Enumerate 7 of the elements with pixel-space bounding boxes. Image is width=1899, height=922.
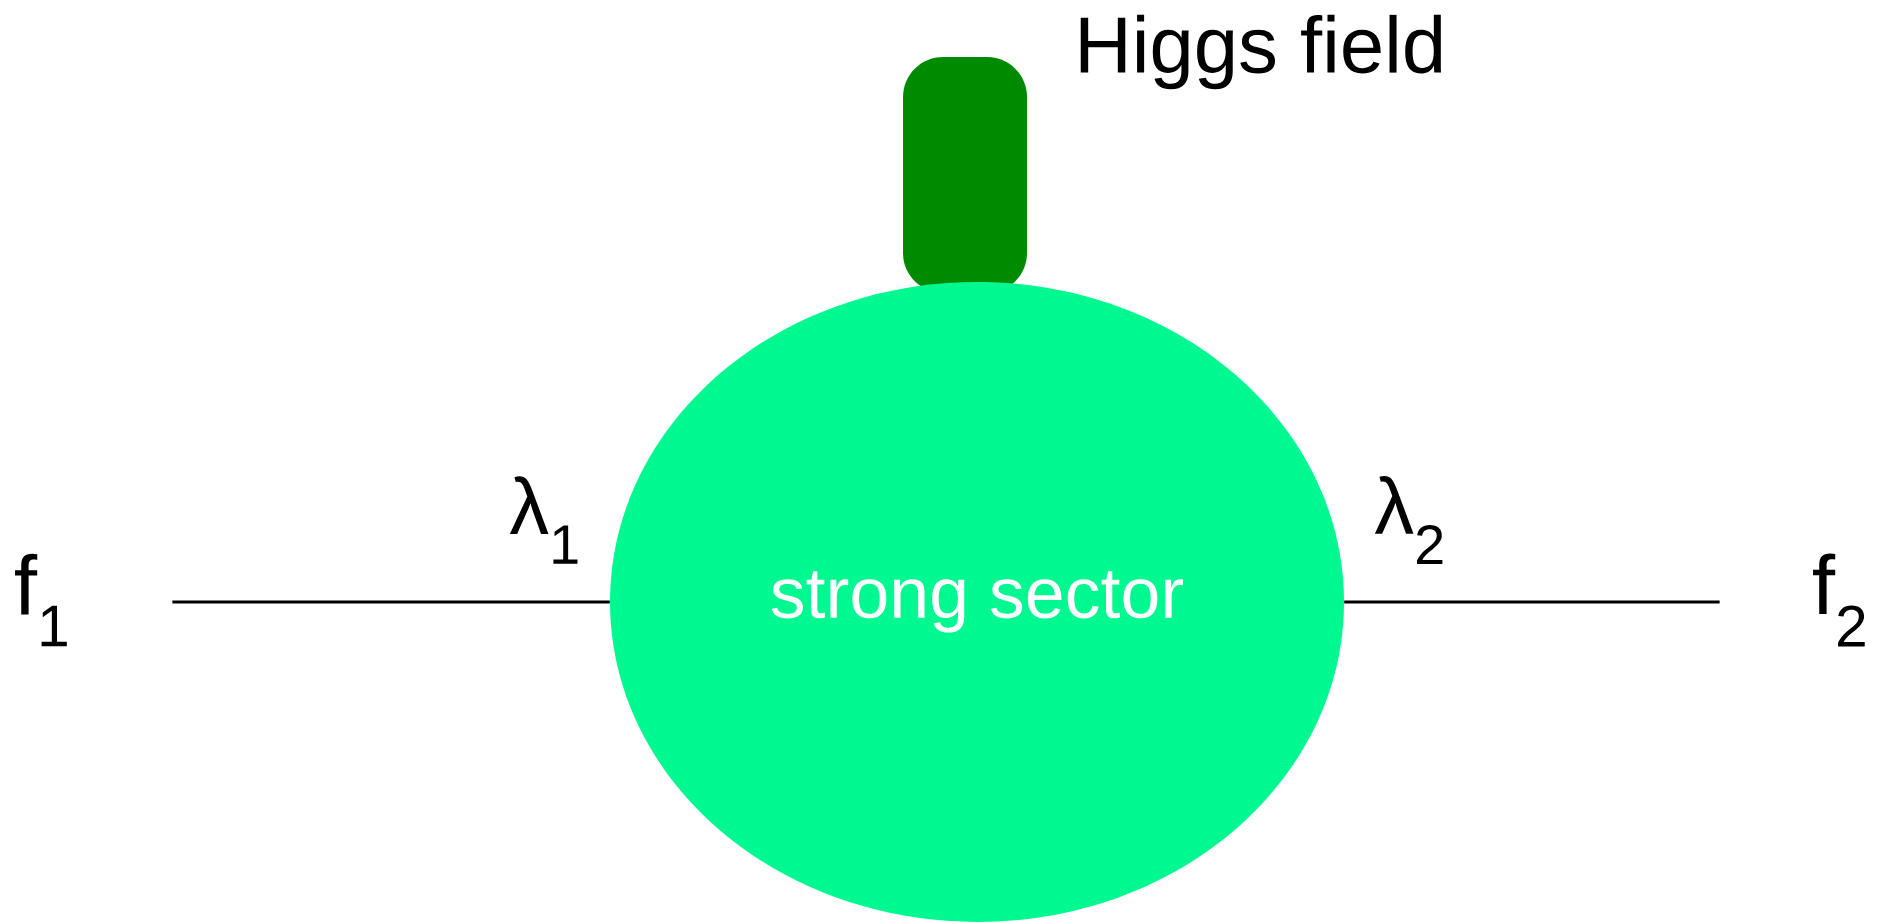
- edge-label: λ$_{2}$: [1374, 475, 1443, 565]
- edge-label: λ$_{1}$: [509, 476, 578, 564]
- bar-label: Higgs field: [1080, 14, 1442, 90]
- field-label: f$_{2}$: [1813, 553, 1865, 647]
- field-label: f$_{1}$: [15, 553, 67, 647]
- connector-line: [1344, 600, 1720, 604]
- connector-line: [172, 600, 610, 604]
